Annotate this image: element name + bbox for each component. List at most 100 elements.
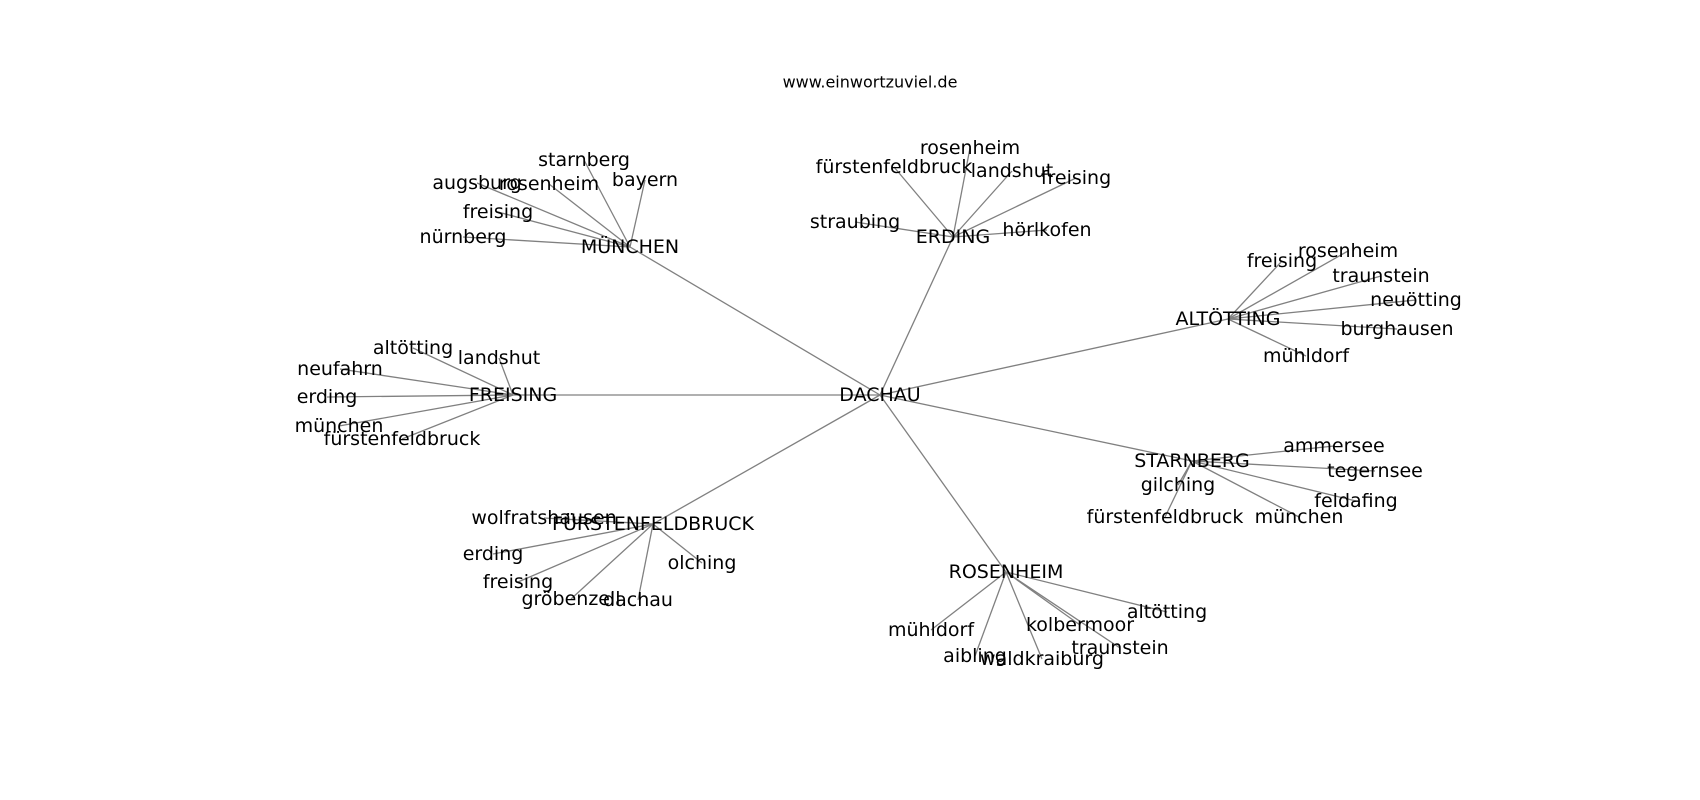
edge-erding-straubing [854,221,954,238]
node-leaf-muenchen-nuernberg: nürnberg [420,226,507,248]
edge-muenchen-nuernberg [462,236,631,248]
edge-muenchen-bayern [629,179,646,248]
node-leaf-altoetting-rosenheim: rosenheim [1298,240,1398,262]
edge-freising-landshut [498,357,514,396]
edge-fuerstenfeldbruck-erding [492,523,654,555]
node-leaf-erding-hoerlkofen: hörlkofen [1002,219,1091,241]
node-hub-erding: ERDING [916,226,990,248]
edge-altoetting-neuoetting [1227,299,1417,320]
edge-erding-freising [952,177,1077,238]
edge-rosenheim-traunstein [1005,571,1121,649]
node-leaf-fuerstenfeldbruck-dachau: dachau [603,589,673,611]
node-hub-freising: FREISING [469,384,557,406]
node-leaf-freising-landshut: landshut [458,347,540,369]
node-leaf-rosenheim-aibling: aibling [943,645,1007,667]
node-leaf-freising-altoetting: altötting [373,337,453,359]
node-leaf-freising-erding: erding [297,386,358,408]
edge-erding-landshut [952,170,1013,238]
edge-starnberg-feldafing [1191,460,1357,502]
edge-fuerstenfeldbruck-groebenzell [570,523,654,600]
edge-rosenheim-muehldorf [930,571,1007,631]
node-leaf-altoetting-burghausen: burghausen [1341,318,1454,340]
node-leaf-rosenheim-altoetting: altötting [1127,601,1207,623]
edge-root-muenchen [629,246,881,396]
node-leaf-starnberg-fuerstenfeldbruck: fürstenfeldbruck [1087,506,1244,528]
node-leaf-muenchen-rosenheim: rosenheim [499,173,599,195]
edge-root-fuerstenfeldbruck [652,394,881,525]
node-leaf-altoetting-neuoetting: neuötting [1370,289,1462,311]
edge-erding-hoerlkofen [952,229,1048,238]
node-leaf-starnberg-gilching: gilching [1141,474,1216,496]
edge-fuerstenfeldbruck-freising [517,523,654,583]
edge-erding-fuerstenfeldbruck [893,166,954,238]
node-leaf-rosenheim-muehldorf: mühldorf [888,619,975,641]
edge-root-rosenheim [879,394,1007,573]
edge-rosenheim-aibling [974,571,1007,657]
edge-muenchen-starnberg [583,159,631,248]
edge-starnberg-muenchen [1191,460,1300,518]
node-leaf-starnberg-tegernsee: tegernsee [1327,460,1423,482]
node-leaf-starnberg-muenchen: münchen [1255,506,1344,528]
edge-starnberg-tegernsee [1191,460,1376,472]
edge-fuerstenfeldbruck-wolfratshausen [543,517,654,525]
node-leaf-altoetting-traunstein: traunstein [1332,265,1429,287]
node-leaf-starnberg-feldafing: feldafing [1314,490,1397,512]
edge-freising-muenchen [338,394,514,427]
node-leaf-muenchen-freising: freising [463,201,533,223]
node-leaf-erding-freising: freising [1041,167,1111,189]
node-hub-altoetting: ALTÖTTING [1176,307,1281,330]
graph-title: www.einwortzuviel.de [783,73,958,92]
node-leaf-erding-straubing: straubing [810,211,900,233]
node-leaf-rosenheim-traunstein: traunstein [1071,637,1168,659]
node-leaf-muenchen-augsburg: augsburg [432,172,521,194]
edge-root-erding [879,236,954,396]
edge-muenchen-rosenheim [548,183,631,248]
edge-rosenheim-waldkraiburg [1005,571,1043,660]
node-leaf-altoetting-freising: freising [1247,250,1317,272]
node-hub-fuerstenfeldbruck: FÜRSTENFELDBRUCK [552,512,754,535]
node-leaf-rosenheim-waldkraiburg: waldkraiburg [980,648,1104,670]
edge-freising-fuerstenfeldbruck [401,394,514,440]
node-hub-muenchen: MÜNCHEN [581,235,679,258]
node-hub-starnberg: STARNBERG [1134,450,1250,472]
node-root-dachau: DACHAU [839,384,920,406]
graph-nodes: DACHAUMÜNCHENstarnbergbayernaugsburgrose… [295,137,1462,670]
node-leaf-muenchen-bayern: bayern [612,169,678,191]
node-leaf-freising-fuerstenfeldbruck: fürstenfeldbruck [324,428,481,450]
node-leaf-erding-rosenheim: rosenheim [920,137,1020,159]
edge-freising-neufahrn [339,368,514,396]
edge-altoetting-traunstein [1227,275,1382,320]
edge-freising-altoetting [412,347,514,396]
node-leaf-fuerstenfeldbruck-groebenzell: gröbenzell [521,588,620,610]
node-leaf-starnberg-ammersee: ammersee [1283,435,1384,457]
edge-fuerstenfeldbruck-olching [652,523,703,564]
edge-muenchen-freising [497,211,631,248]
edge-muenchen-augsburg [476,182,631,248]
node-leaf-altoetting-muehldorf: mühldorf [1263,345,1350,367]
edge-freising-erding [326,394,514,398]
edge-starnberg-ammersee [1191,445,1335,462]
node-leaf-fuerstenfeldbruck-freising: freising [483,571,553,593]
node-leaf-erding-landshut: landshut [971,160,1053,182]
edge-root-starnberg [879,394,1193,462]
node-leaf-freising-neufahrn: neufahrn [297,358,383,380]
node-leaf-fuerstenfeldbruck-wolfratshausen: wolfratshausen [471,507,616,529]
node-leaf-erding-fuerstenfeldbruck: fürstenfeldbruck [816,156,973,178]
node-leaf-fuerstenfeldbruck-olching: olching [668,552,737,574]
edge-fuerstenfeldbruck-dachau [637,523,654,601]
edge-erding-rosenheim [952,147,971,238]
node-leaf-freising-muenchen: münchen [295,415,384,437]
graph-edges [326,147,1417,660]
node-leaf-muenchen-starnberg: starnberg [538,149,630,171]
node-hub-rosenheim: ROSENHEIM [949,561,1064,583]
edge-altoetting-muehldorf [1227,318,1307,357]
edge-root-altoetting [879,318,1229,396]
edge-altoetting-rosenheim [1227,250,1349,320]
edge-altoetting-freising [1227,260,1283,320]
edge-starnberg-fuerstenfeldbruck [1164,460,1193,518]
node-leaf-fuerstenfeldbruck-erding: erding [463,543,524,565]
edge-altoetting-burghausen [1227,318,1398,330]
node-leaf-rosenheim-kolbermoor: kolbermoor [1026,614,1134,636]
edge-rosenheim-altoetting [1005,571,1168,613]
